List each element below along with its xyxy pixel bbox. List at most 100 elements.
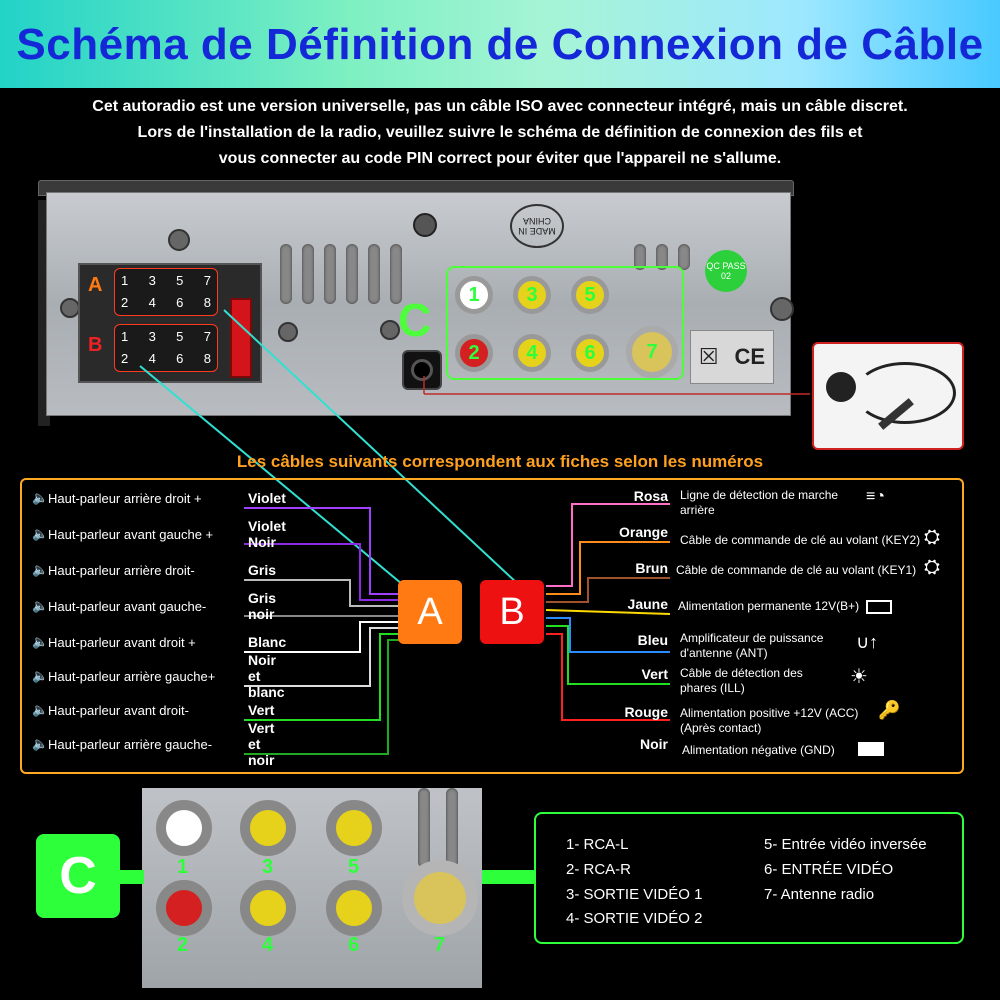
- legend-connector-bar: [482, 870, 536, 884]
- photo-number: 7: [434, 934, 446, 956]
- wire-color: Violet: [248, 490, 286, 506]
- headlight-icon: ≡◔: [866, 488, 885, 505]
- legend-item: 1- RCA-L: [566, 836, 629, 853]
- pin-label: 2: [121, 295, 129, 310]
- screw-icon: [278, 322, 298, 342]
- photo-number: 2: [177, 934, 189, 956]
- badge-c: C: [36, 834, 120, 918]
- rca-jack-4: [240, 880, 296, 936]
- connector-a-pins: 1 3 5 7 2 4 6 8: [114, 268, 218, 316]
- light-icon: ☀: [850, 666, 868, 688]
- photo-number: 5: [348, 856, 360, 878]
- made-in-china-stamp: MADE IN CHINA: [510, 204, 564, 248]
- antenna-jack-7: 7: [626, 326, 678, 378]
- rca-jack-2: [156, 880, 212, 936]
- legend-item: 3- SORTIE VIDÉO 1: [566, 886, 703, 903]
- wire-color: Orange: [618, 524, 668, 540]
- wire-desc: Câble de commande de clé au volant (KEY1…: [676, 563, 917, 577]
- left-wire-row: 🔈Haut-parleur avant droit +Blanc: [32, 634, 286, 650]
- pin-label: 3: [148, 329, 156, 344]
- intro-line-2: Lors de l'installation de la radio, veui…: [137, 124, 863, 141]
- legend-item: 2- RCA-R: [566, 861, 632, 878]
- wire-color: Noir: [640, 736, 668, 752]
- badge-b: B: [480, 580, 544, 644]
- left-wire-row: 🔈Haut-parleur arrière droit-Gris: [32, 562, 276, 578]
- photo-number: 4: [262, 934, 274, 956]
- battery-icon: [866, 600, 892, 614]
- pin-label: 4: [148, 295, 156, 310]
- wire-desc: Alimentation permanente 12V(B+): [678, 599, 860, 613]
- wire-desc: Haut-parleur arrière gauche+: [48, 668, 216, 684]
- battery-icon: [858, 742, 884, 756]
- wire-color: Blanc: [248, 634, 287, 650]
- badge-a: A: [398, 580, 462, 644]
- weee-icon: ☒: [698, 344, 719, 369]
- speaker-icon: 🔈: [32, 598, 49, 613]
- cable-icon: [854, 362, 956, 424]
- wire-color: Violet Noir: [248, 518, 286, 550]
- speaker-icon: 🔈: [32, 736, 49, 751]
- wire-color: Vert et noir: [248, 720, 275, 768]
- screw-icon: [770, 297, 794, 321]
- pin-label: 1: [121, 273, 129, 288]
- connector-b-label: B: [88, 334, 103, 356]
- wire-desc: Haut-parleur arrière droit +: [48, 490, 202, 506]
- wire-desc: Alimentation positive +12V (ACC) (Après …: [680, 706, 859, 735]
- wire-color: Vert: [248, 702, 275, 718]
- wire-desc: Alimentation négative (GND): [682, 743, 835, 757]
- left-wire-row: 🔈Haut-parleur arrière droit + Violet: [32, 490, 286, 506]
- screw-icon: [60, 298, 80, 318]
- connector-c-label: C: [398, 294, 432, 346]
- wire-desc: Haut-parleur avant gauche-: [48, 598, 207, 614]
- left-wire-row: 🔈Haut-parleur avant droit- Vert: [32, 702, 274, 718]
- speaker-icon: 🔈: [32, 702, 49, 717]
- fuse-icon: [230, 298, 252, 378]
- rca-jack-5: [326, 800, 382, 856]
- screw-icon: [380, 320, 400, 340]
- rca-jack-1: [156, 800, 212, 856]
- vent-slot: [390, 244, 402, 304]
- pin-label: 2: [121, 351, 129, 366]
- wire-color: Rouge: [624, 704, 668, 720]
- ce-mark-icon: CE: [734, 344, 766, 369]
- rca-jack-3: [240, 800, 296, 856]
- wire-desc: Haut-parleur arrière gauche-: [48, 736, 213, 752]
- pin-label: 8: [203, 295, 211, 310]
- wire-desc: Haut-parleur avant gauche +: [48, 526, 214, 542]
- antenna-jack-7: [402, 860, 478, 936]
- rca-jack-5: 5: [571, 276, 609, 314]
- photo-number: 3: [262, 856, 274, 878]
- vent-slot: [280, 244, 292, 304]
- wire-desc: Haut-parleur avant droit-: [48, 702, 189, 718]
- intro-line-1: Cet autoradio est une version universell…: [92, 98, 908, 115]
- rca-jack-4: 4: [513, 334, 551, 372]
- speaker-icon: 🔈: [32, 490, 49, 505]
- pin-label: 7: [203, 329, 211, 344]
- microphone-icon: [826, 372, 856, 402]
- pin-label: 4: [148, 351, 156, 366]
- section-title: Les câbles suivants correspondent aux fi…: [236, 452, 764, 471]
- speaker-icon: 🔈: [32, 526, 49, 541]
- mic-jack-icon: [402, 350, 442, 390]
- wire-desc: Câble de détection des phares (ILL): [680, 666, 803, 695]
- left-wire-row: 🔈Haut-parleur arrière gauche- Vert et noi…: [32, 720, 274, 768]
- rca-jack-2: 2: [455, 334, 493, 372]
- wire-panel: [20, 478, 964, 774]
- rca-jack-6: [326, 880, 382, 936]
- vent-slot: [656, 244, 668, 270]
- wire-color: Bleu: [637, 632, 668, 648]
- intro-line-3: vous connecter au code PIN correct pour …: [218, 150, 782, 167]
- qc-pass-sticker: QC PASS 02: [705, 250, 747, 292]
- legend-item: 5- Entrée vidéo inversée: [764, 836, 927, 853]
- vent-slot: [368, 244, 380, 304]
- screw-icon: [413, 213, 437, 237]
- ce-label: ☒ CE: [690, 330, 774, 384]
- legend-item: 4- SORTIE VIDÉO 2: [566, 910, 703, 927]
- title-banner: Schéma de Définition de Connexion de Câb…: [0, 0, 1000, 88]
- connector-a-label: A: [88, 274, 103, 296]
- pin-label: 5: [176, 329, 184, 344]
- speaker-icon: 🔈: [32, 634, 49, 649]
- left-wire-row: 🔈Haut-parleur arrière gauche+Noir et bla…: [32, 652, 285, 700]
- rca-jack-6: 6: [571, 334, 609, 372]
- wire-desc: Ligne de détection de marche arrière: [680, 488, 839, 517]
